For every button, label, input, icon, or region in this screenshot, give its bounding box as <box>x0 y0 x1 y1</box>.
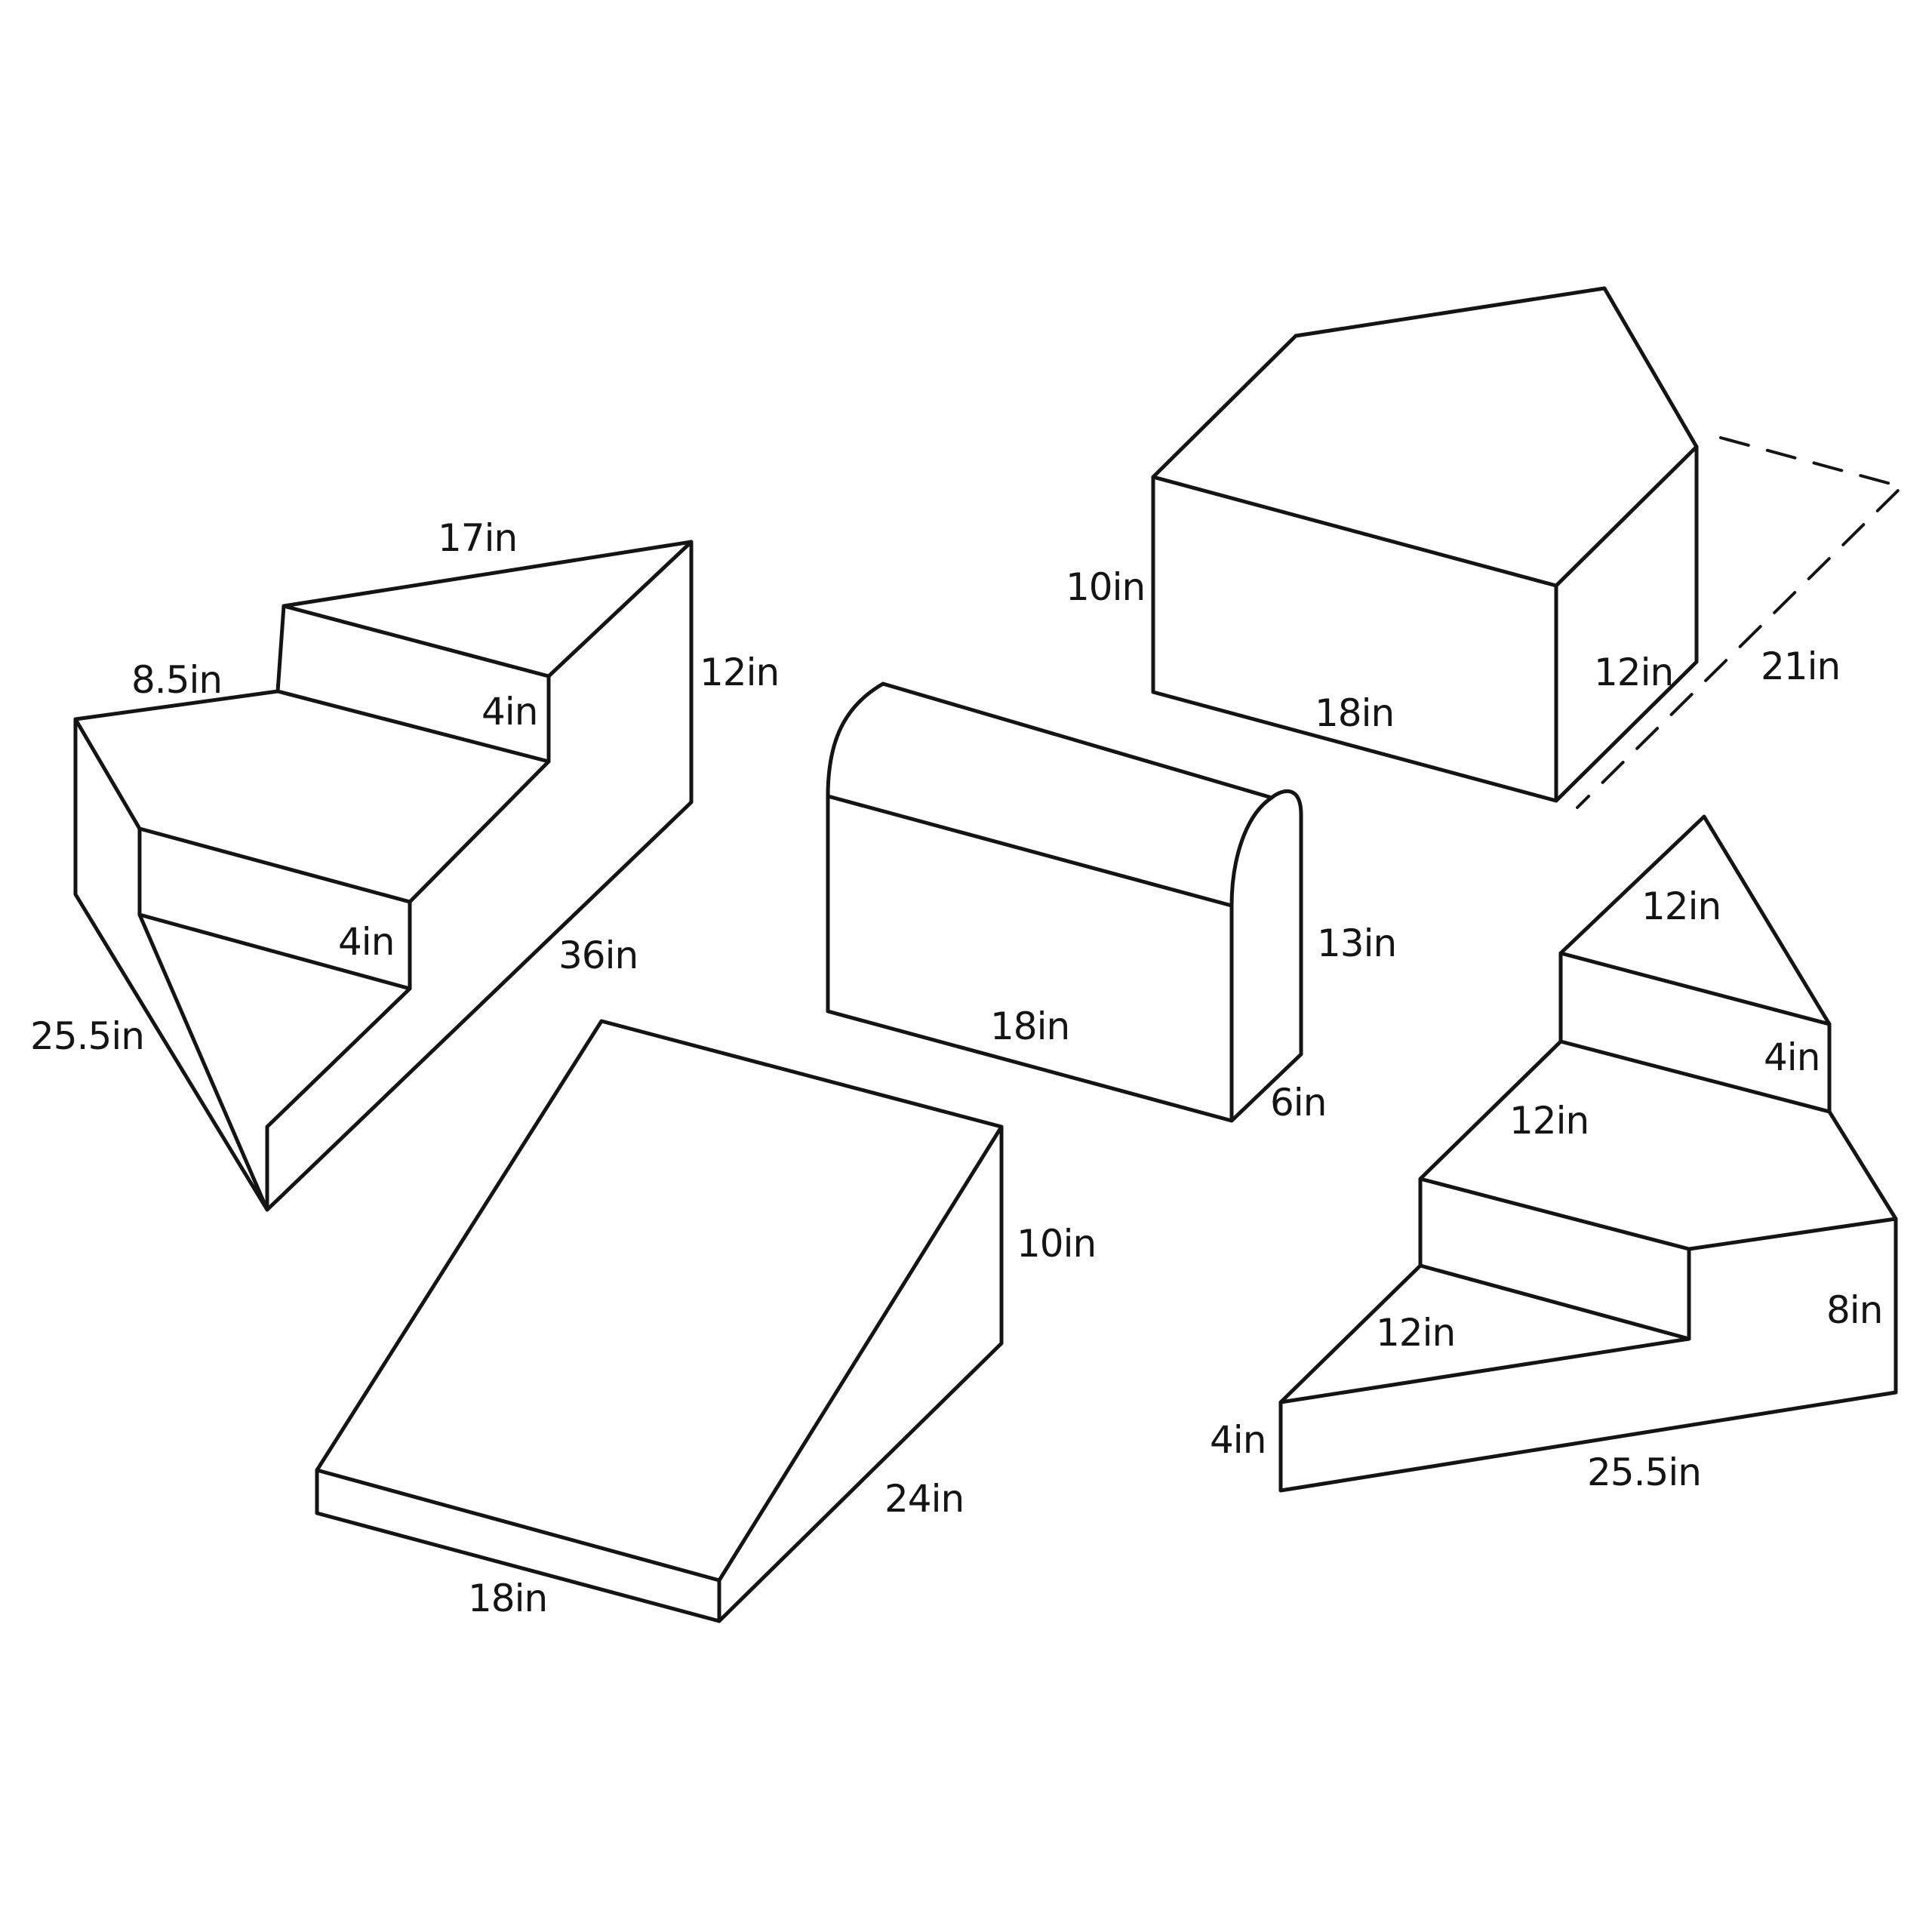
steps-left-upper-riser-top <box>281 604 551 764</box>
label-wedge-width: 18in <box>468 1577 547 1620</box>
label-pentagon-side-height: 12in <box>1594 651 1673 694</box>
label-pentagon-depth: 21in <box>1761 645 1840 688</box>
label-steps-left-height: 12in <box>700 651 779 694</box>
label-curved-block-depth: 6in <box>1270 1081 1326 1124</box>
label-steps-right-lower-tread: 12in <box>1376 1311 1455 1355</box>
steps-right-lower-riser <box>1418 1177 1898 1251</box>
curved-block-outline <box>826 681 1303 1123</box>
wedge-ramp-side <box>717 1124 1004 1623</box>
wedge-ramp-front <box>315 1468 721 1623</box>
pentagon-block-top <box>1151 286 1699 588</box>
label-curved-block-width: 18in <box>990 1004 1069 1048</box>
steps-left-lower-riser <box>137 826 412 991</box>
steps-left <box>73 540 694 1212</box>
label-steps-right-high-end: 8in <box>1826 1288 1882 1332</box>
label-steps-right-base-length: 25.5in <box>1587 1451 1701 1494</box>
steps-left-side-face <box>73 717 269 1212</box>
label-steps-left-upper-riser: 4in <box>481 690 537 734</box>
label-pentagon-front-height: 10in <box>1066 565 1145 609</box>
label-steps-left-lower-riser: 4in <box>338 920 394 964</box>
label-steps-right-low-end: 4in <box>1210 1418 1266 1462</box>
curved-block-front-top-edge <box>826 794 1234 908</box>
wedge-ramp <box>315 1019 1004 1623</box>
label-steps-left-top-width: 17in <box>438 516 517 560</box>
steps-right-outline <box>1278 814 1898 1493</box>
label-steps-left-side-length: 25.5in <box>30 1014 144 1058</box>
label-steps-right-middle-tread: 12in <box>1509 1099 1589 1143</box>
label-steps-left-step-depth: 8.5in <box>131 658 222 702</box>
label-steps-right-top-edge: 12in <box>1641 884 1721 928</box>
steps-left-outline <box>73 540 694 1212</box>
label-steps-right-top-riser: 4in <box>1764 1035 1820 1079</box>
pentagon-block-hidden-edges <box>1576 436 1905 809</box>
steps-left-top-diagonal <box>546 540 694 678</box>
pentagon-block-front <box>1151 475 1558 803</box>
label-pentagon-front-width: 18in <box>1315 691 1394 735</box>
label-curved-block-height: 13in <box>1317 921 1396 965</box>
label-wedge-height: 10in <box>1017 1222 1096 1266</box>
steps-right-middle-step <box>1558 1039 1832 1114</box>
curved-block <box>826 681 1303 1123</box>
steps-right-bottom-step <box>1278 1263 1691 1404</box>
label-wedge-slope-length: 24in <box>884 1477 964 1521</box>
pentagon-block-side <box>1554 445 1699 803</box>
steps-right <box>1278 814 1898 1493</box>
steps-right-top-riser <box>1558 951 1832 1026</box>
steps-left-upper-tread-front <box>275 689 551 904</box>
pentagon-block <box>1151 286 1905 809</box>
label-steps-left-length: 36in <box>558 934 638 977</box>
